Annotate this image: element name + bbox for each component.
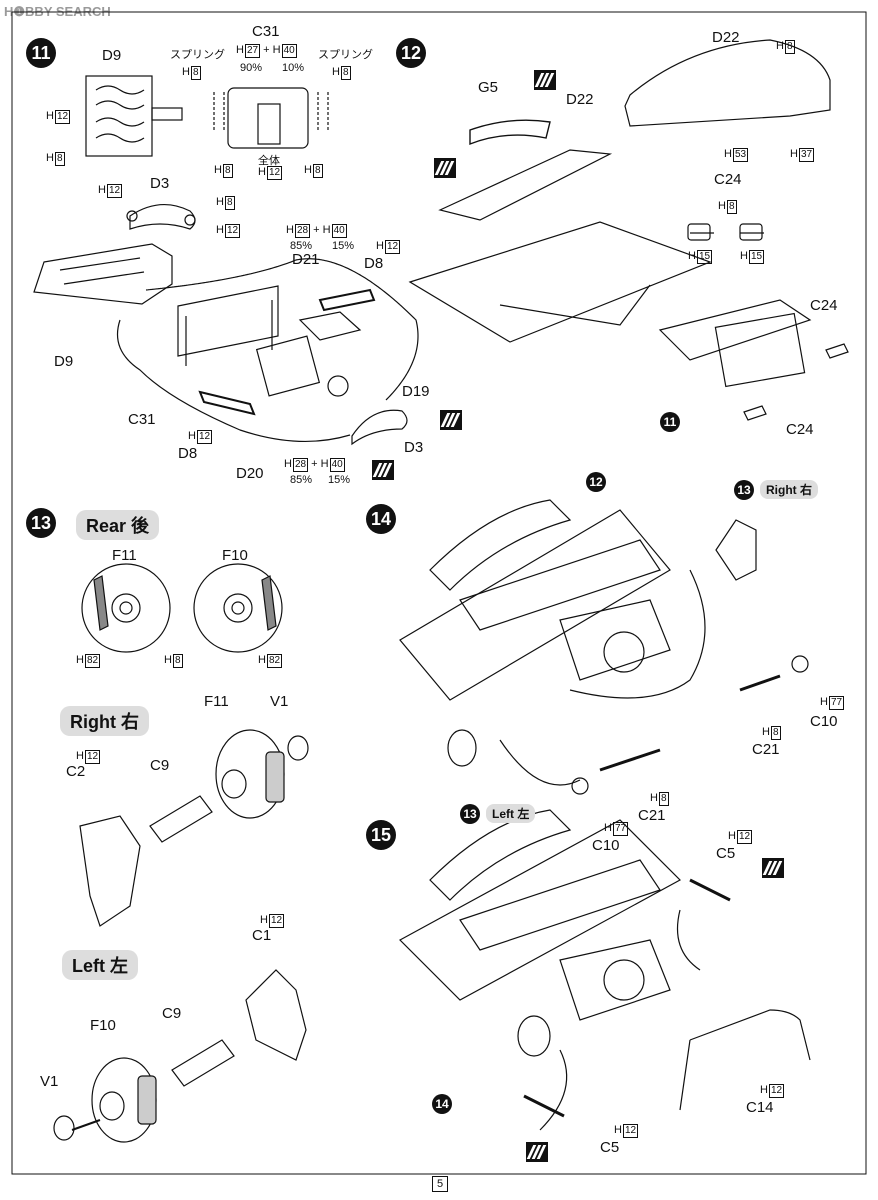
sub-step-11-ref: 11 [660, 412, 680, 432]
part-d8-top: D8 [364, 255, 384, 272]
part-f11-b: F11 [204, 693, 229, 710]
zentai-label: 全体 [258, 155, 280, 167]
spring-label-left: スプリング [170, 49, 225, 61]
part-c5-b: C5 [600, 1139, 620, 1156]
d20-pct-a: 85% [290, 474, 313, 486]
part-v1: V1 [270, 693, 289, 710]
d21-pct-a: 85% [290, 240, 313, 252]
cement-icon [534, 70, 556, 90]
right-tag: Right 右 [60, 706, 149, 736]
sub-step-13-left-ref: 13 [460, 804, 480, 824]
part-d19: D19 [402, 383, 430, 400]
sub-step-14-ref: 14 [432, 1094, 452, 1114]
part-c14: C14 [746, 1099, 774, 1116]
part-c9-b: C9 [162, 1005, 182, 1022]
page-number: 5 [432, 1176, 448, 1192]
part-g5: G5 [478, 79, 499, 96]
c31-pct-b: 10% [282, 62, 305, 74]
part-c10: C10 [810, 713, 838, 730]
sub-step-13-right-ref: 13 [734, 480, 754, 500]
part-c5: C5 [716, 845, 736, 862]
part-d9: D9 [54, 353, 74, 370]
part-f10: F10 [222, 547, 248, 564]
part-c1: C1 [252, 927, 272, 944]
part-d8: D8 [178, 445, 198, 462]
part-c31-b: C31 [128, 411, 156, 428]
part-c10-b: C10 [592, 837, 620, 854]
part-d22-b: D22 [566, 91, 594, 108]
part-f11: F11 [112, 547, 137, 564]
part-c2: C2 [66, 763, 86, 780]
spring-label-right: スプリング [318, 49, 373, 61]
step-14-badge: 14 [366, 504, 396, 534]
right-tag-small: Right 右 [760, 480, 818, 499]
cement-icon [440, 410, 462, 430]
step-13-badge: 13 [26, 508, 56, 538]
part-d9-top: D9 [102, 47, 122, 64]
part-c24-right: C24 [810, 297, 838, 314]
part-d22: D22 [712, 29, 740, 46]
part-f10-b: F10 [90, 1017, 116, 1034]
cement-icon [526, 1142, 548, 1162]
part-d20: D20 [236, 465, 264, 482]
d21-pct-b: 15% [332, 240, 355, 252]
part-c21: C21 [752, 741, 780, 758]
part-c24: C24 [714, 171, 742, 188]
cement-icon [762, 858, 784, 878]
cement-icon [434, 158, 456, 178]
sub-step-12-ref: 12 [586, 472, 606, 492]
part-d3-small: D3 [150, 175, 170, 192]
step-15-badge: 15 [366, 820, 396, 850]
part-c24-bottom: C24 [786, 421, 814, 438]
step-12-badge: 12 [396, 38, 426, 68]
part-d21: D21 [292, 251, 320, 268]
cement-icon [372, 460, 394, 480]
part-d3: D3 [404, 439, 424, 456]
rear-tag: Rear 後 [76, 510, 160, 540]
part-c9: C9 [150, 757, 170, 774]
left-tag-small: Left 左 [486, 804, 536, 823]
c31-pct-a: 90% [240, 62, 263, 74]
part-v1-b: V1 [40, 1073, 59, 1090]
d20-pct-b: 15% [328, 474, 351, 486]
left-tag: Left 左 [62, 950, 138, 980]
part-c31: C31 [252, 23, 280, 40]
part-c21-b: C21 [638, 807, 666, 824]
step-11-badge: 11 [26, 38, 56, 68]
